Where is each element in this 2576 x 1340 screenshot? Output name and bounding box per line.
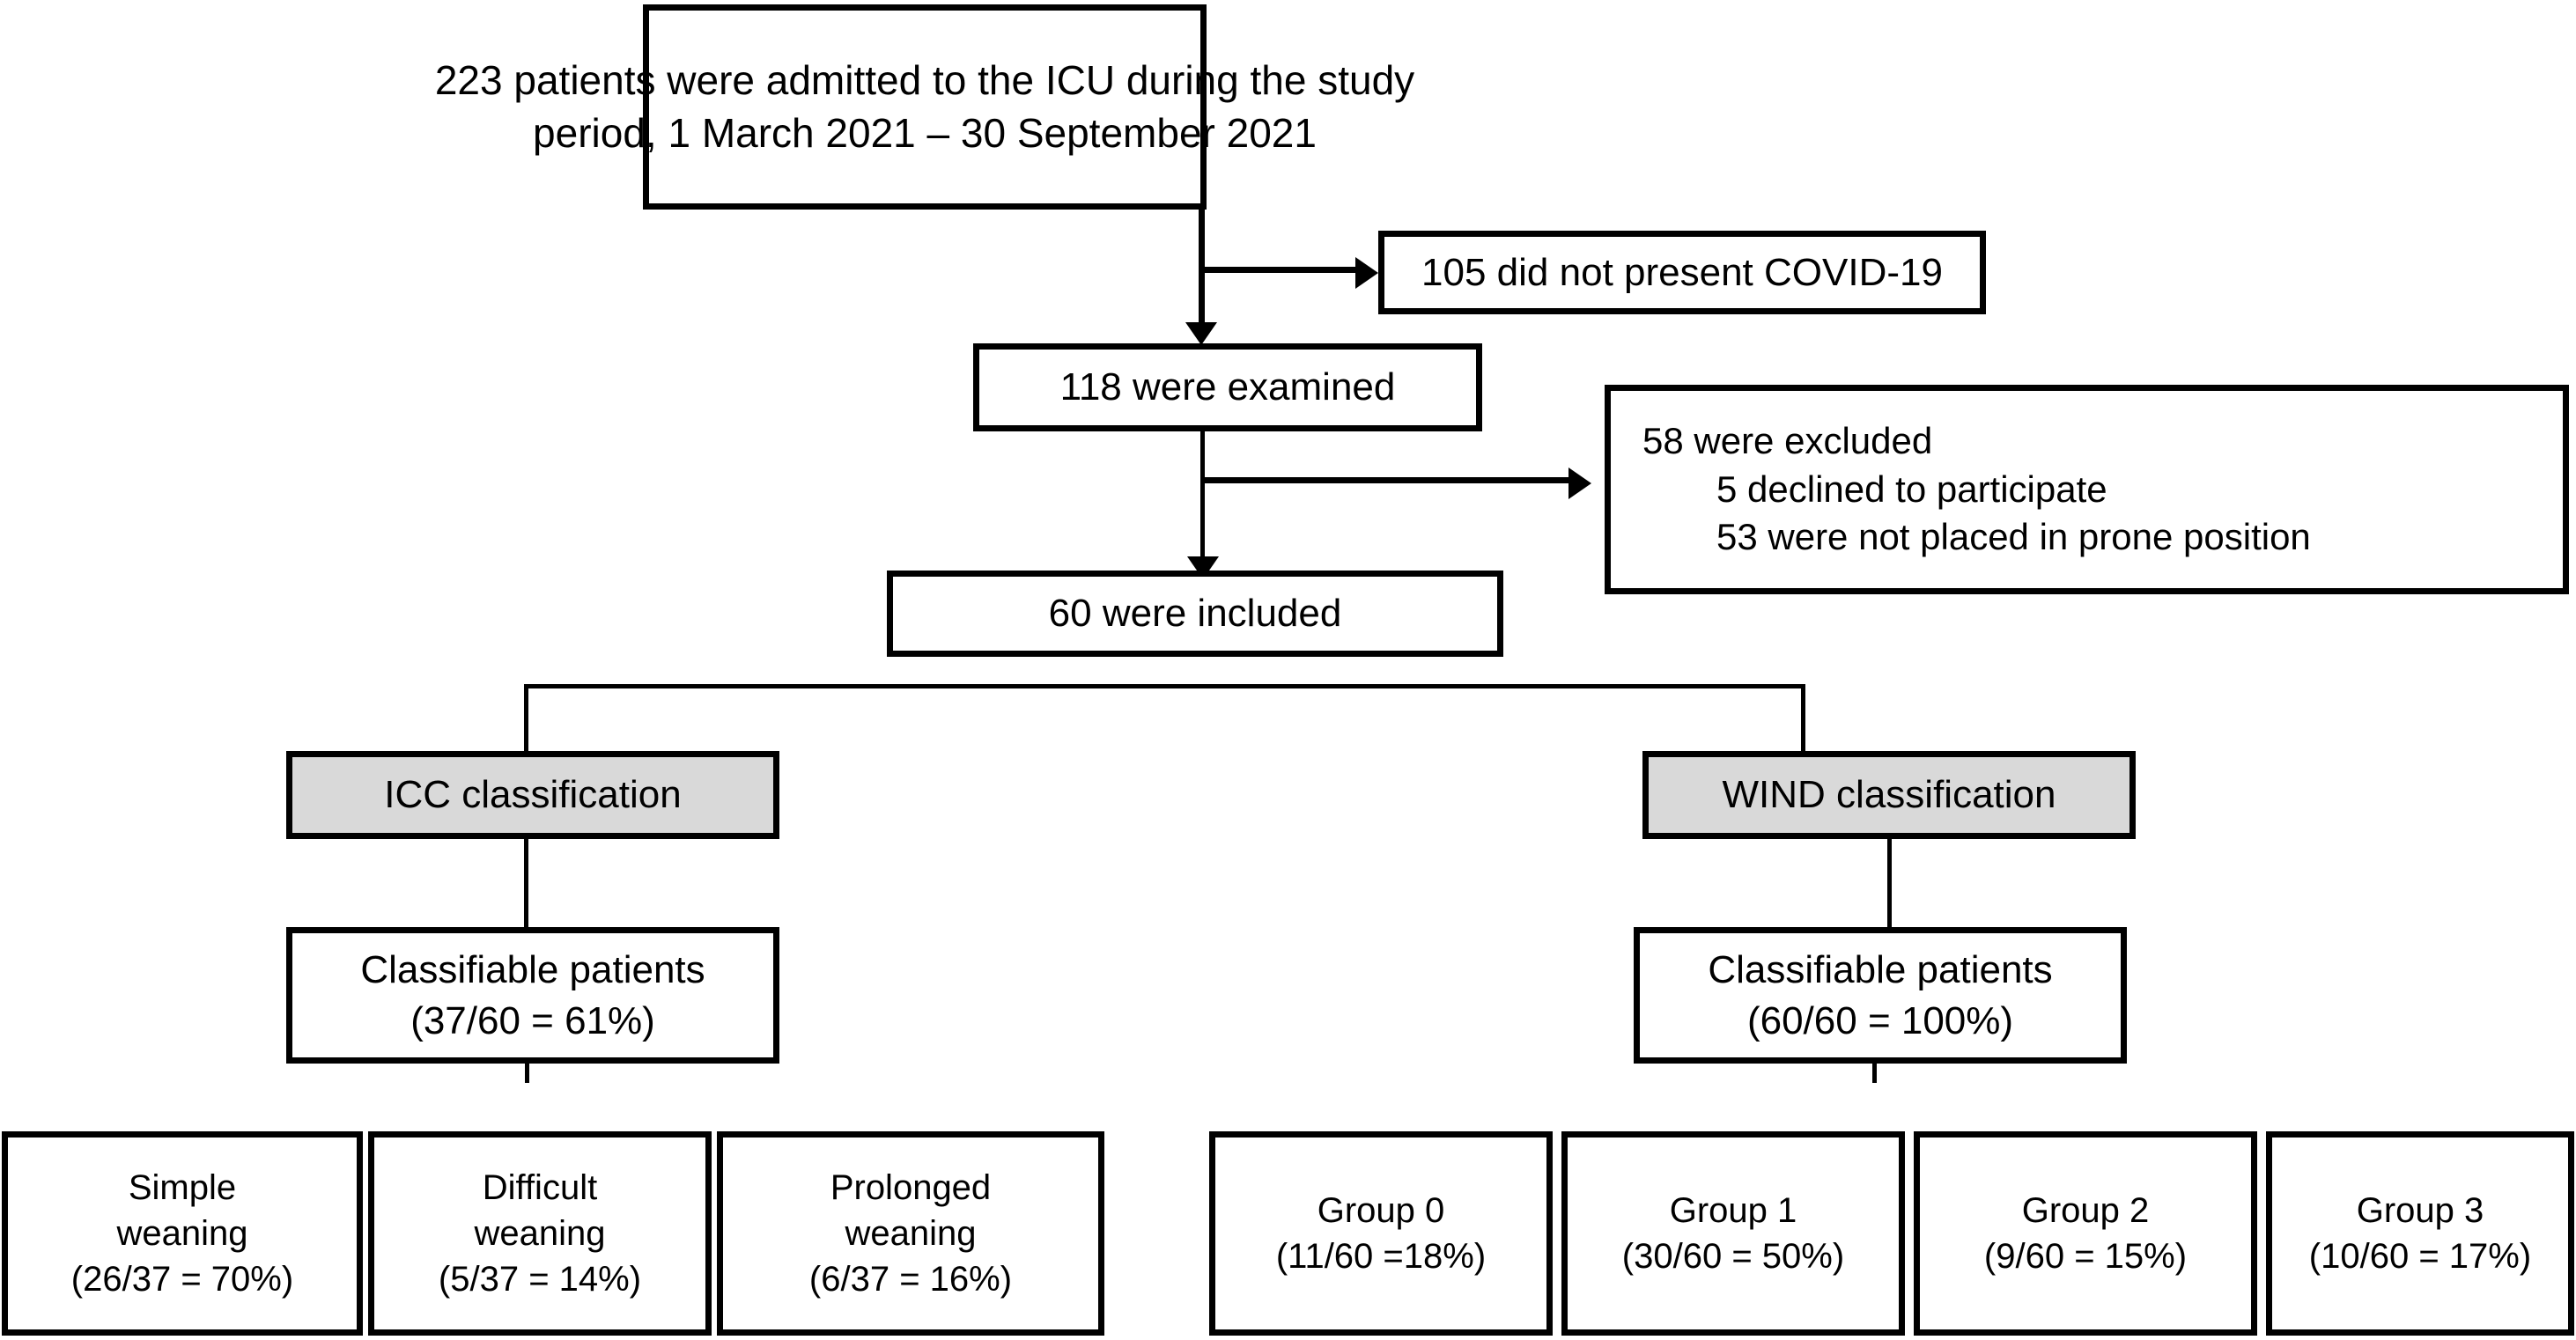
box-icc-group-prolonged-line3: (6/37 = 16%): [808, 1260, 1013, 1299]
box-wind-group-0: Group 0 (11/60 =18%): [1209, 1131, 1553, 1336]
box-excluded: 58 were excluded 5 declined to participa…: [1605, 385, 2569, 594]
box-icc-classifiable-line1: Classifiable patients: [360, 948, 705, 992]
box-icc-classifiable: Classifiable patients (37/60 = 61%): [286, 927, 779, 1064]
box-included: 60 were included: [887, 571, 1503, 657]
box-wind-classifiable-line2: (60/60 = 100%): [1746, 998, 2014, 1042]
arrowhead-to-excluded: [1568, 468, 1591, 499]
arrowhead-to-no-covid: [1355, 257, 1378, 289]
box-wind-group-3: Group 3 (10/60 = 17%): [2266, 1131, 2574, 1336]
box-wind-classifiable-line1: Classifiable patients: [1708, 948, 2053, 992]
box-wind-group-1-line1: Group 1: [1669, 1191, 1797, 1230]
box-icc-group-difficult-line3: (5/37 = 14%): [438, 1260, 642, 1299]
box-wind-group-1-line2: (30/60 = 50%): [1621, 1237, 1845, 1276]
connector-wind-classifiable-stub: [1872, 1064, 1877, 1083]
connector-icc-classifiable-stub: [525, 1064, 529, 1083]
connector-bus-to-wind: [1801, 684, 1805, 753]
box-excluded-line1: 58 were excluded: [1642, 420, 1933, 462]
box-icc-group-simple-line2: weaning: [116, 1214, 248, 1253]
connector-examined-to-included: [1200, 431, 1205, 574]
box-no-covid: 105 did not present COVID-19: [1378, 231, 1986, 314]
box-wind-group-0-line1: Group 0: [1317, 1191, 1445, 1230]
arrowhead-to-examined: [1185, 322, 1217, 345]
box-wind-group-3-line1: Group 3: [2356, 1191, 2484, 1230]
box-excluded-line3: 53 were not placed in prone position: [1716, 516, 2311, 558]
box-examined: 118 were examined: [973, 343, 1482, 431]
box-wind-group-3-line2: (10/60 = 17%): [2308, 1237, 2532, 1276]
connector-wind-to-classifiable: [1887, 839, 1892, 931]
box-wind-classifiable: Classifiable patients (60/60 = 100%): [1634, 927, 2127, 1064]
box-admitted-line2: period, 1 March 2021 – 30 September 2021: [533, 109, 1317, 156]
connector-icc-to-classifiable: [524, 839, 528, 931]
box-icc-group-difficult-line1: Difficult: [482, 1168, 598, 1207]
box-wind-classification-line1: WIND classification: [1722, 773, 2056, 817]
box-icc-group-simple: Simple weaning (26/37 = 70%): [2, 1131, 363, 1336]
box-admitted: 223 patients were admitted to the ICU du…: [435, 4, 1414, 210]
box-icc-classifiable-line2: (37/60 = 61%): [410, 998, 655, 1042]
box-wind-group-1: Group 1 (30/60 = 50%): [1561, 1131, 1905, 1336]
box-included-line1: 60 were included: [1048, 592, 1342, 636]
box-wind-group-2: Group 2 (9/60 = 15%): [1914, 1131, 2257, 1336]
box-icc-group-prolonged-line2: weaning: [845, 1214, 977, 1253]
box-wind-classification: WIND classification: [1642, 751, 2136, 839]
box-icc-group-prolonged-line1: Prolonged: [830, 1168, 992, 1207]
box-icc-classification-line1: ICC classification: [384, 773, 682, 817]
box-excluded-line2: 5 declined to participate: [1716, 468, 2107, 510]
box-icc-group-simple-line1: Simple: [128, 1168, 237, 1207]
connector-examined-to-excluded: [1200, 477, 1570, 483]
box-icc-group-difficult: Difficult weaning (5/37 = 14%): [368, 1131, 712, 1336]
box-icc-group-simple-line3: (26/37 = 70%): [70, 1260, 294, 1299]
box-admitted-line1: 223 patients were admitted to the ICU du…: [434, 56, 1415, 103]
box-wind-group-2-line1: Group 2: [2021, 1191, 2150, 1230]
box-wind-group-0-line2: (11/60 =18%): [1275, 1237, 1487, 1276]
box-icc-group-prolonged: Prolonged weaning (6/37 = 16%): [717, 1131, 1104, 1336]
connector-included-split-bus: [524, 684, 1805, 688]
box-examined-line1: 118 were examined: [1059, 365, 1396, 409]
connector-admitted-to-no-covid: [1199, 267, 1357, 273]
box-no-covid-line1: 105 did not present COVID-19: [1421, 250, 1943, 294]
box-icc-classification: ICC classification: [286, 751, 779, 839]
connector-admitted-to-examined: [1199, 210, 1205, 340]
box-icc-group-difficult-line2: weaning: [474, 1214, 606, 1253]
box-wind-group-2-line2: (9/60 = 15%): [1983, 1237, 2188, 1276]
connector-bus-to-icc: [524, 684, 528, 753]
